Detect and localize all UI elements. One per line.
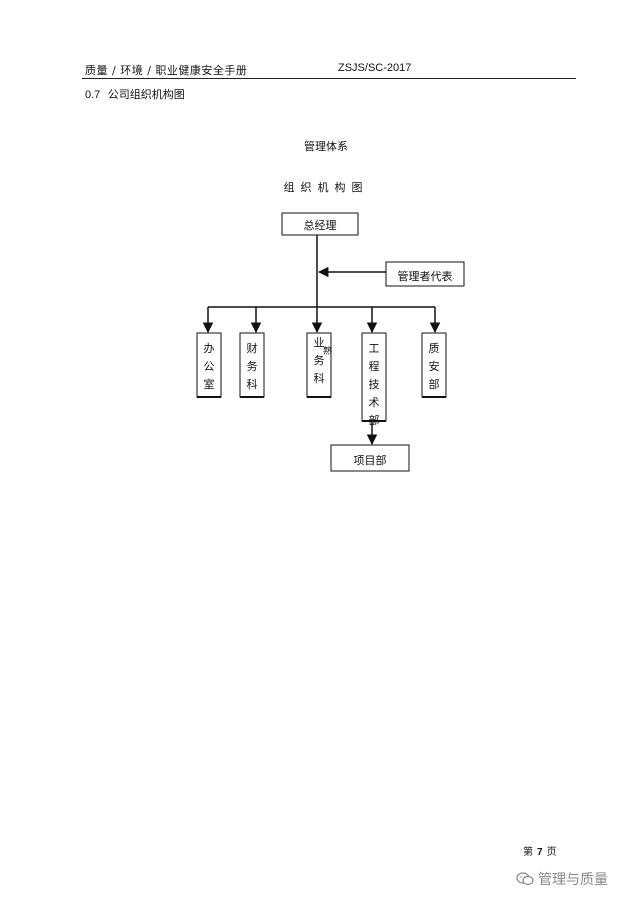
header-manual-title: 质量 / 环境 / 职业健康安全手册 [85,64,248,77]
page-suffix: 页 [546,847,557,858]
page-number-value: 7 [537,847,543,858]
watermark: 管理与质量 [516,869,608,889]
watermark-text: 管理与质量 [538,872,608,888]
section-number: 0.7 [85,89,101,101]
label-business: 业务科 [313,336,325,385]
overlay-glyph: 熟 [323,347,333,357]
label-office: 办公室 [203,342,215,391]
page-prefix: 第 [523,847,533,858]
label-general-manager: 总经理 [303,219,337,232]
label-quality-safety: 质安部 [428,342,440,391]
box-management-representative [385,261,465,287]
label-management-representative: 管理者代表 [397,270,453,283]
header-document-code: ZSJS/SC-2017 [338,62,412,74]
chart-title: 管理体系 [304,140,348,153]
section-heading: 0.7 公司组织机构图 [85,86,185,102]
wechat-icon [516,872,534,886]
label-project-dept: 项目部 [353,454,387,467]
header-rule [82,78,576,79]
chart-subtitle: 组织机构图 [283,181,369,194]
label-finance: 财务科 [246,342,258,391]
section-title: 公司组织机构图 [107,88,185,101]
box-general-manager [281,212,359,236]
label-engineering: 工程技术部 [368,342,380,427]
